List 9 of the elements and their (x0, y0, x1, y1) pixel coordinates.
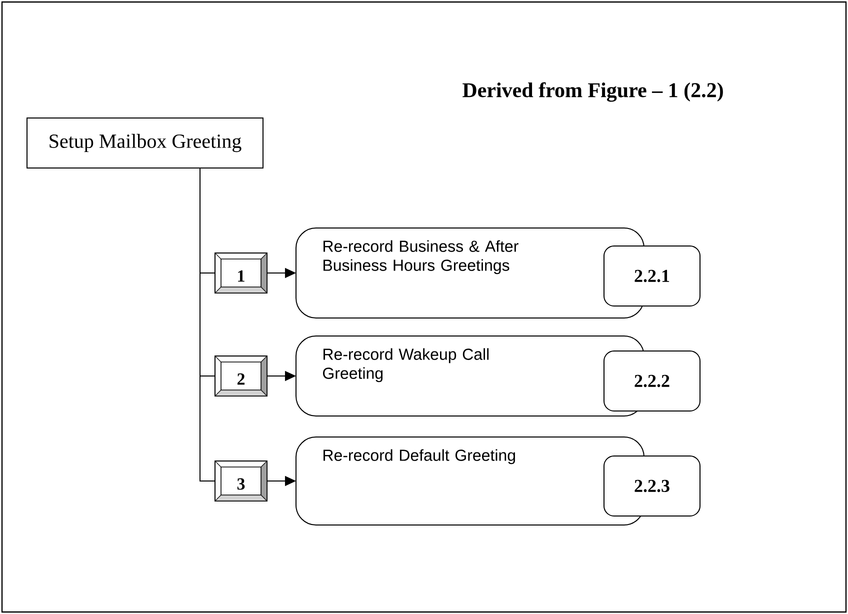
key-button: 3 (214, 460, 268, 502)
title-box: Setup Mailbox Greeting (26, 118, 264, 168)
key-button: 1 (214, 252, 268, 294)
number-box: 2.2.3 (604, 456, 700, 516)
title: Derived from Figure – 1 (2.2) (462, 82, 723, 102)
connector-line (200, 168, 216, 482)
number-box: 2.2.1 (604, 246, 700, 306)
number-box: 2.2.2 (604, 350, 700, 412)
key-button: 2 (214, 356, 268, 396)
